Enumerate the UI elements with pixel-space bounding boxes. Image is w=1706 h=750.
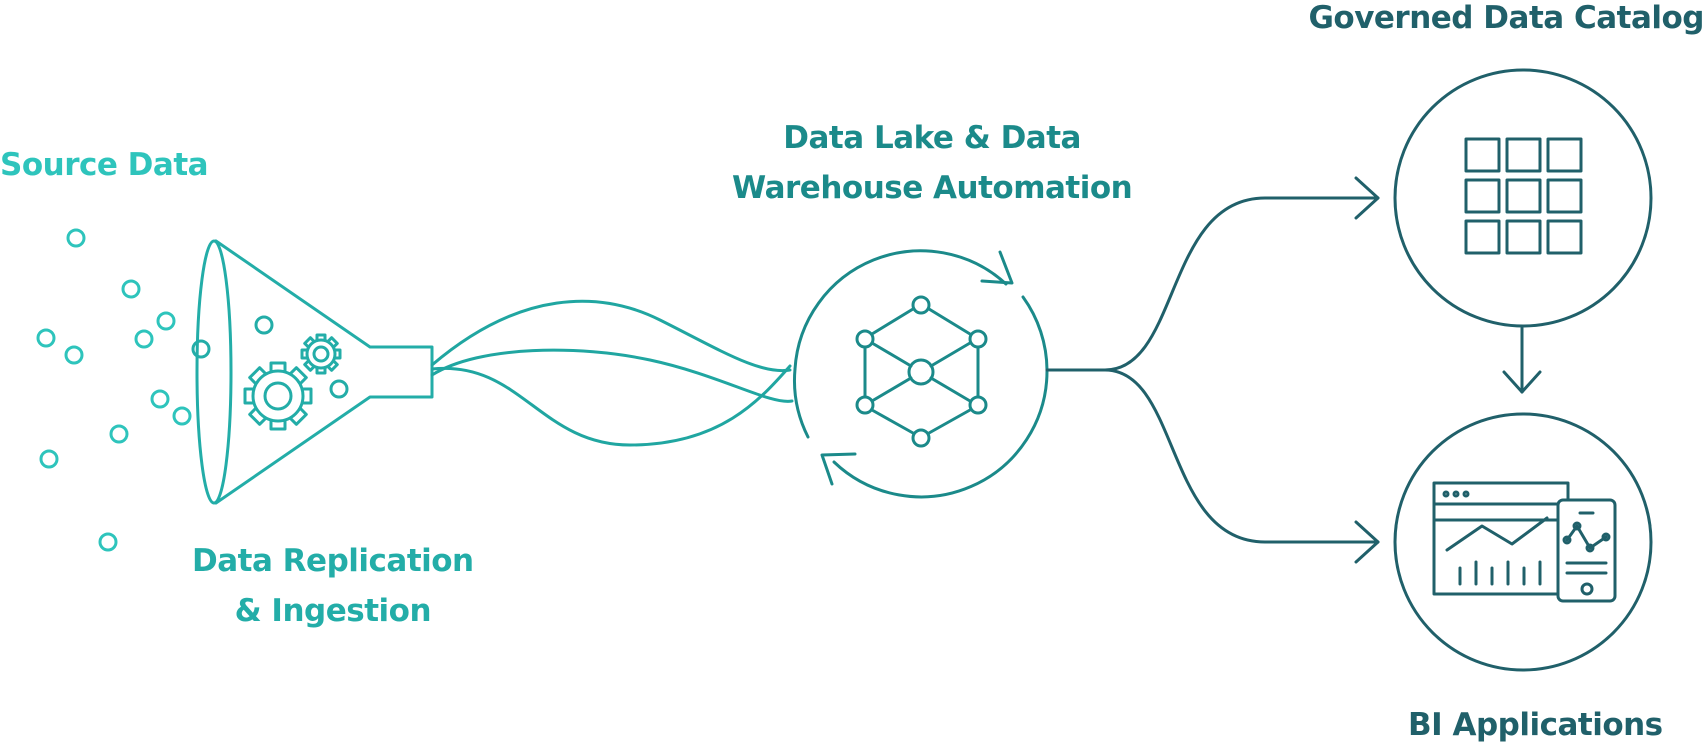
data-lake-label-line1: Data Lake & Data — [783, 120, 1081, 156]
cycle-arrowhead-upper — [980, 250, 1014, 285]
monitor-frame — [1432, 481, 1570, 596]
data-dots-icon — [36, 228, 192, 552]
hex-node-center — [907, 358, 935, 386]
trend-line — [1445, 516, 1549, 552]
data-lake-label-line2: Warehouse Automation — [732, 170, 1133, 206]
data-dot — [134, 329, 154, 349]
data-dot — [66, 228, 86, 248]
arrow-to-bi — [1103, 368, 1380, 544]
data-dot — [109, 424, 129, 444]
data-dot — [156, 311, 176, 331]
replication-label-line2: & Ingestion — [234, 593, 432, 629]
cycle-arc-lower — [832, 368, 1049, 499]
grid-catalog-icon — [1393, 68, 1653, 328]
stream-line — [430, 364, 792, 447]
gear-small-icon — [300, 333, 342, 375]
refresh-cycle-icon — [793, 249, 1049, 499]
cycle-arc-right — [1021, 295, 1049, 372]
data-dot — [172, 406, 192, 426]
hex-node — [968, 329, 988, 349]
stream-line — [430, 299, 792, 373]
arrow-to-catalog — [1045, 196, 1380, 372]
hex-node — [855, 395, 875, 415]
data-dot — [98, 532, 118, 552]
funnel-dot — [254, 315, 274, 335]
hexagon-network-icon — [855, 295, 988, 448]
data-lake-label: Data Lake & Data Warehouse Automation — [732, 113, 1133, 213]
arrowhead-catalog — [1354, 176, 1380, 220]
bi-applications-label: BI Applications — [1408, 707, 1663, 743]
output-arrows — [1045, 176, 1542, 564]
data-dot — [36, 328, 56, 348]
bar-ticks — [1458, 560, 1542, 586]
hex-node — [911, 428, 931, 448]
replication-label-line1: Data Replication — [192, 543, 474, 579]
data-dot — [64, 345, 84, 365]
bi-circle — [1393, 412, 1653, 672]
funnel-dot — [329, 379, 349, 399]
cycle-arc-upper — [793, 249, 1008, 371]
funnel-rim — [195, 239, 233, 505]
arrowhead-bi — [1354, 520, 1380, 564]
data-dot — [121, 279, 141, 299]
replication-label: Data Replication & Ingestion — [192, 536, 474, 636]
source-data-label: Source Data — [0, 147, 209, 183]
data-catalog-label: Governed Data Catalog — [1308, 0, 1704, 36]
arrowhead-down — [1502, 370, 1542, 394]
hex-node — [911, 295, 931, 315]
hex-node — [855, 329, 875, 349]
cycle-arrowhead-lower — [820, 452, 857, 486]
phone-frame — [1556, 498, 1617, 603]
funnel-icon — [191, 239, 434, 505]
data-streams — [430, 299, 794, 447]
phone-trend — [1565, 524, 1608, 550]
data-dot — [39, 449, 59, 469]
gears-icon — [243, 333, 342, 431]
hex-edges — [863, 307, 980, 435]
catalog-circle — [1393, 68, 1653, 328]
funnel-dot — [191, 339, 211, 359]
dashboard-devices-icon — [1393, 412, 1653, 672]
data-dot — [150, 389, 170, 409]
cycle-arc-left — [793, 367, 810, 439]
hex-node — [968, 395, 988, 415]
gear-large-icon — [243, 361, 313, 431]
hex-spokes — [870, 341, 972, 403]
stream-line — [430, 348, 794, 403]
funnel-body — [214, 239, 434, 505]
